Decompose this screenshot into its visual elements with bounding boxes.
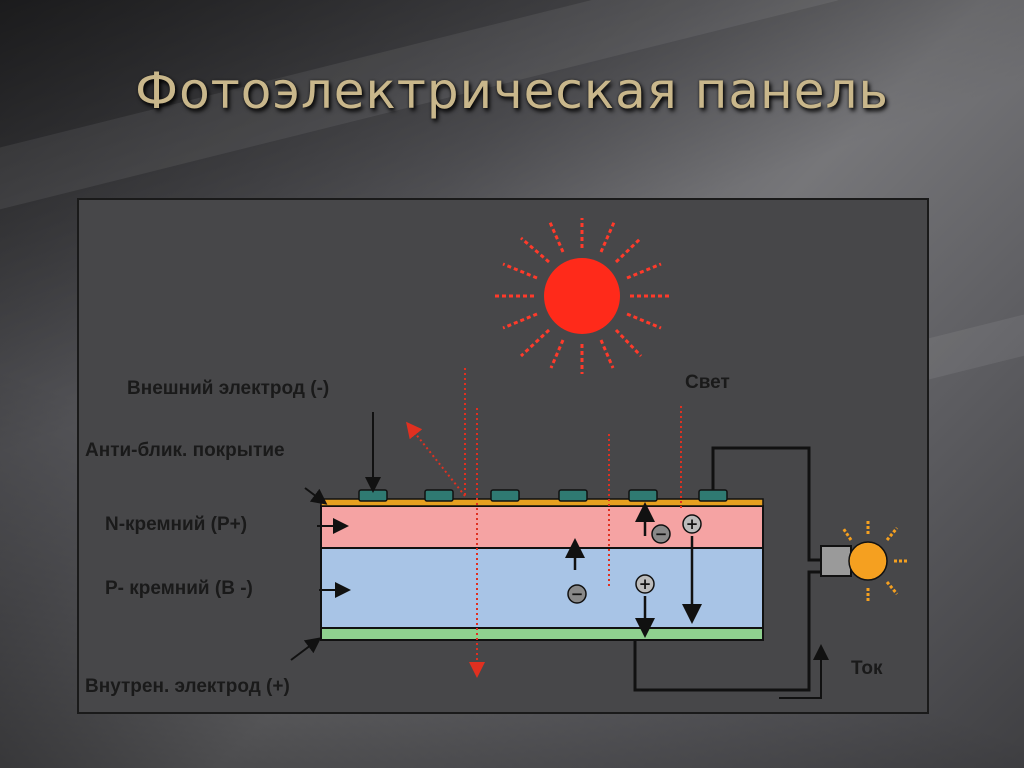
antireflective-coating-label: Анти-блик. покрытие	[85, 440, 285, 461]
charge-carriers	[567, 514, 702, 604]
solar-panel-diagram: − + − +	[77, 198, 929, 714]
p-silicon-layer	[320, 547, 764, 629]
outer-electrode-label: Внешний электрод (-)	[127, 378, 330, 399]
n-silicon-label: N-кремний (P+)	[105, 514, 248, 535]
light-bulb-icon	[820, 520, 909, 602]
hole-sign: +	[686, 515, 699, 533]
current-arrow	[779, 644, 829, 699]
slide-title: Фотоэлектрическая панель	[135, 62, 889, 120]
electron-sign: −	[655, 525, 668, 543]
inner-electrode-label: Внутрен. электрод (+)	[85, 676, 290, 697]
electron-icon	[567, 584, 587, 604]
current-label: Ток	[851, 658, 883, 679]
sun-icon	[494, 218, 671, 374]
light-rays	[406, 368, 682, 678]
diagram-graphics: − + − +	[290, 218, 909, 699]
inner-electrode-layer	[320, 627, 764, 641]
hole-icon	[682, 514, 702, 534]
hole-sign: +	[639, 575, 652, 593]
light-label: Свет	[685, 372, 730, 393]
carrier-arrows	[565, 502, 702, 638]
label-pointers	[290, 412, 381, 661]
hole-icon	[635, 574, 655, 594]
electron-sign: −	[571, 585, 584, 603]
circuit-wires	[633, 446, 821, 692]
p-silicon-label: P- кремний (B -)	[105, 578, 253, 599]
electron-icon	[651, 524, 671, 544]
